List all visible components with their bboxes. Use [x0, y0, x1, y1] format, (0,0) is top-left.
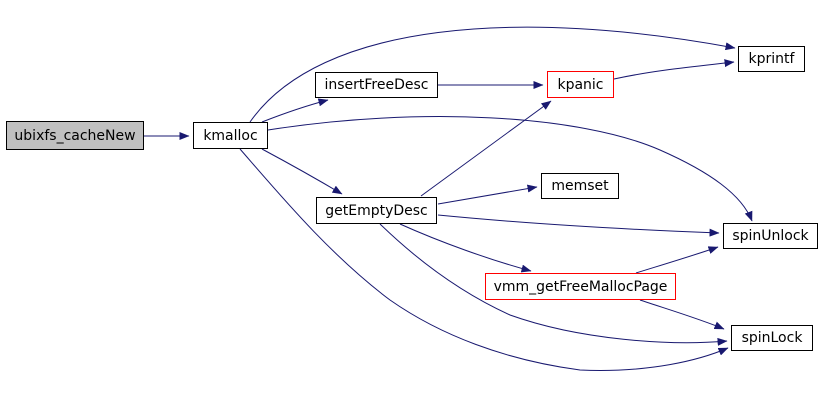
node-memset[interactable]: memset [541, 173, 619, 199]
node-kpanic[interactable]: kpanic [547, 71, 614, 98]
edge-kmalloc-to-insertFreeDesc [261, 98, 329, 123]
node-kprintf[interactable]: kprintf [738, 46, 805, 72]
node-spinUnlock[interactable]: spinUnlock [723, 223, 818, 249]
edge-kmalloc-to-spinUnlock [267, 116, 753, 222]
node-insertFreeDesc[interactable]: insertFreeDesc [315, 72, 438, 98]
edge-getEmptyDesc-to-memset [437, 184, 538, 205]
edge-getEmptyDesc-to-vmm_getFreeMallocPage [399, 223, 532, 273]
edge-kpanic-to-kprintf [613, 59, 735, 80]
node-ubixfs_cacheNew: ubixfs_cacheNew [6, 121, 144, 150]
node-getEmptyDesc[interactable]: getEmptyDesc [316, 197, 437, 224]
node-spinLock[interactable]: spinLock [731, 325, 813, 351]
edge-kmalloc-to-getEmptyDesc [261, 148, 343, 195]
node-kmalloc[interactable]: kmalloc [193, 122, 268, 149]
edge-getEmptyDesc-to-kpanic [420, 100, 552, 197]
edge-getEmptyDesc-to-spinUnlock [437, 214, 720, 237]
edge-vmm_getFreeMallocPage-to-spinLock [639, 299, 725, 330]
edge-kmalloc-to-kprintf [249, 26, 736, 123]
edge-kmalloc-to-spinLock [239, 148, 729, 371]
edge-getEmptyDesc-to-spinLock [379, 223, 728, 346]
edge-vmm_getFreeMallocPage-to-spinUnlock [635, 246, 719, 274]
node-vmm_getFreeMallocPage[interactable]: vmm_getFreeMallocPage [485, 273, 676, 300]
